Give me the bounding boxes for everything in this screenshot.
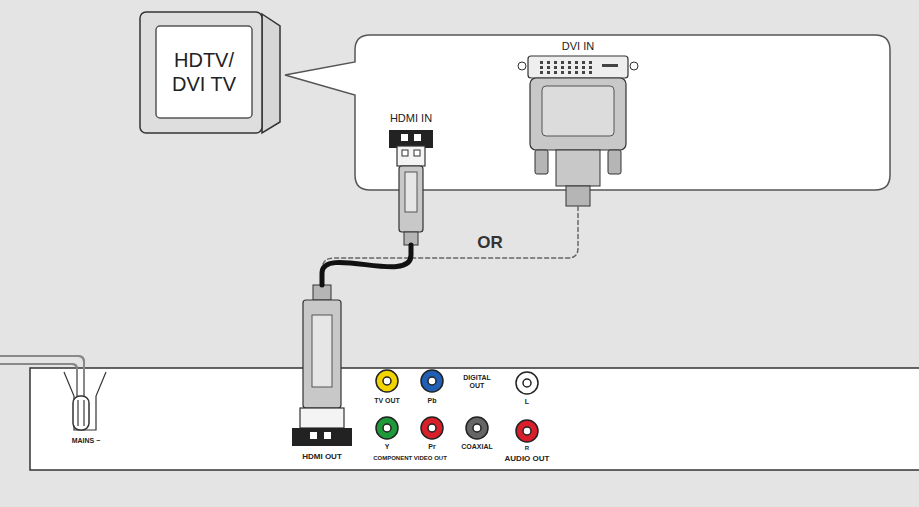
- port-label: DVI IN: [562, 40, 594, 53]
- panel-label: Pr: [422, 443, 442, 451]
- panel-label: AUDIO OUT: [497, 454, 557, 463]
- port-label: HDMI OUT: [302, 452, 342, 462]
- panel-label: Pb: [417, 397, 447, 405]
- hdmi-cable: [322, 245, 411, 285]
- panel-label: R: [517, 445, 537, 452]
- callout-bubble: [285, 35, 890, 190]
- tv-screen: HDTV/ DVI TV: [157, 27, 251, 117]
- mains-socket: [64, 372, 106, 430]
- dvi-in-port: DVI IN: [518, 40, 638, 206]
- hdmi-out-port: HDMI OUT: [288, 285, 356, 462]
- power-cord: [0, 356, 84, 398]
- rear-panel: [30, 368, 919, 470]
- jacks: [376, 370, 538, 442]
- panel-label: MAINS ~: [56, 437, 116, 445]
- panel-label: TV OUT: [367, 397, 407, 405]
- hdmi-in-plug: [389, 130, 433, 245]
- edge-label: OR: [477, 233, 503, 253]
- dvi-in-plug: [518, 56, 638, 206]
- panel-label: COAXIAL: [455, 443, 499, 451]
- panel-label: DIGITAL OUT: [457, 374, 497, 390]
- hdmi-in-port: HDMI IN: [378, 112, 444, 245]
- panel-label: L: [517, 398, 537, 406]
- port-label: HDMI IN: [390, 112, 432, 125]
- alt-cable: [322, 206, 578, 285]
- tv-set: [140, 12, 280, 133]
- hdmi-out-plug: [292, 285, 352, 446]
- panel-label: Y: [377, 443, 397, 451]
- port-label: HDTV/ DVI TV: [157, 48, 251, 96]
- panel-label: COMPONENT VIDEO OUT: [355, 455, 465, 462]
